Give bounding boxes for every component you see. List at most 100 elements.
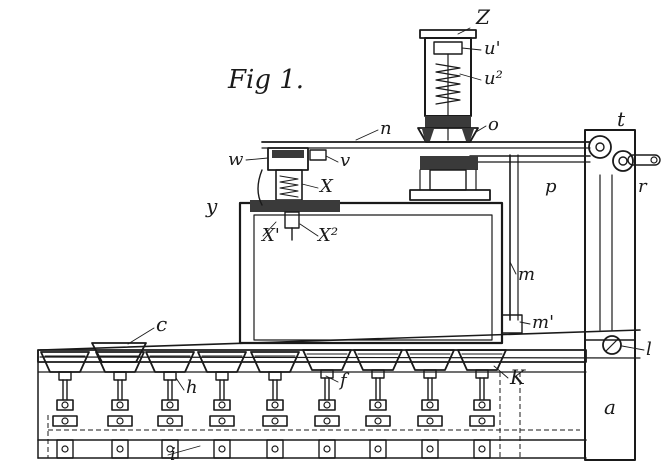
label-Z: Z: [475, 5, 491, 29]
left-subassembly: [250, 147, 340, 241]
label-l: l: [646, 339, 652, 360]
roller-bolt: [271, 417, 279, 425]
roller-block: [262, 415, 288, 427]
roller-bolt: [374, 417, 382, 425]
label-a: a: [604, 395, 616, 419]
roller-block: [469, 415, 495, 427]
leader-line: [325, 375, 339, 383]
cup-c: [91, 342, 147, 363]
cup-collar: [163, 371, 177, 381]
roller-foot: [56, 439, 74, 459]
cup-collar: [58, 371, 72, 381]
roller-foot: [318, 439, 336, 459]
stem-clamp: [266, 399, 284, 411]
roller-bolt: [116, 417, 124, 425]
label-f: f: [338, 370, 350, 391]
roller-block: [417, 415, 443, 427]
stem-clamp: [421, 399, 439, 411]
cup: [95, 351, 145, 373]
cup-collar: [371, 369, 385, 379]
label-c: c: [156, 312, 167, 336]
stem-clamp: [369, 399, 387, 411]
leader-line: [459, 73, 482, 81]
cup: [40, 351, 90, 373]
label-y: y: [205, 194, 218, 218]
cup: [145, 351, 195, 373]
label-u2: u²: [484, 68, 503, 89]
roller: [218, 445, 226, 453]
roller-bolt: [166, 417, 174, 425]
label-n: n: [380, 118, 392, 139]
leader-line: [355, 129, 379, 141]
roller: [323, 445, 331, 453]
label-i: i: [170, 444, 176, 465]
leader-line: [167, 445, 201, 456]
label-X1: X': [260, 225, 280, 246]
stem-clamp: [318, 399, 336, 411]
cup: [353, 349, 403, 371]
cup: [197, 351, 247, 373]
plunger-assembly: [409, 29, 491, 201]
label-u1: u': [484, 38, 501, 59]
leader-line: [262, 221, 277, 237]
stem-clamp: [473, 399, 491, 411]
roller-bolt: [478, 417, 486, 425]
cup: [250, 351, 300, 373]
leader-line: [301, 183, 319, 189]
label-X: X: [318, 176, 334, 197]
roller-foot: [111, 439, 129, 459]
clamp-bolt: [116, 401, 124, 409]
roller-block: [52, 415, 78, 427]
pulley-wheels: [588, 135, 661, 172]
roller: [374, 445, 382, 453]
cup-row: [40, 342, 507, 459]
roller-block: [209, 415, 235, 427]
leader-line: [621, 345, 645, 351]
roller-foot: [213, 439, 231, 459]
roller-foot: [473, 439, 491, 459]
label-X2: X²: [316, 225, 338, 246]
cup: [302, 349, 352, 371]
clamp-bolt: [374, 401, 382, 409]
roller: [426, 445, 434, 453]
roller-block: [157, 415, 183, 427]
roller-bolt: [218, 417, 226, 425]
frame-a: [584, 129, 636, 461]
leader-line: [127, 327, 155, 345]
leader-line: [457, 27, 471, 35]
cup-collar: [475, 369, 489, 379]
cup-collar: [268, 371, 282, 381]
label-p: p: [545, 176, 557, 197]
roller: [61, 445, 69, 453]
label-v: v: [340, 150, 350, 171]
clamp-bolt: [323, 401, 331, 409]
stem-clamp: [56, 399, 74, 411]
label-K: K: [509, 365, 526, 389]
cup-collar: [113, 371, 127, 381]
leader-line: [519, 321, 531, 325]
roller-bolt: [323, 417, 331, 425]
clamp-bolt: [166, 401, 174, 409]
clamp-bolt: [271, 401, 279, 409]
label-m: m: [518, 264, 535, 285]
label-h: h: [186, 377, 198, 398]
roller-bolt: [426, 417, 434, 425]
label-t: t: [617, 107, 626, 131]
leader-line: [245, 157, 269, 161]
cup-collar: [320, 369, 334, 379]
leader-line: [325, 155, 339, 163]
label-r: r: [638, 176, 648, 197]
clamp-bolt: [426, 401, 434, 409]
roller-foot: [369, 439, 387, 459]
leader-line: [299, 223, 319, 237]
roller-foot: [266, 439, 284, 459]
roller: [166, 445, 174, 453]
column-frame: [238, 154, 523, 345]
leader-line: [493, 365, 509, 379]
base-bed: [37, 349, 587, 459]
clamp-bolt: [61, 401, 69, 409]
roller-foot: [161, 439, 179, 459]
roller-bolt: [61, 417, 69, 425]
clamp-bolt: [218, 401, 226, 409]
